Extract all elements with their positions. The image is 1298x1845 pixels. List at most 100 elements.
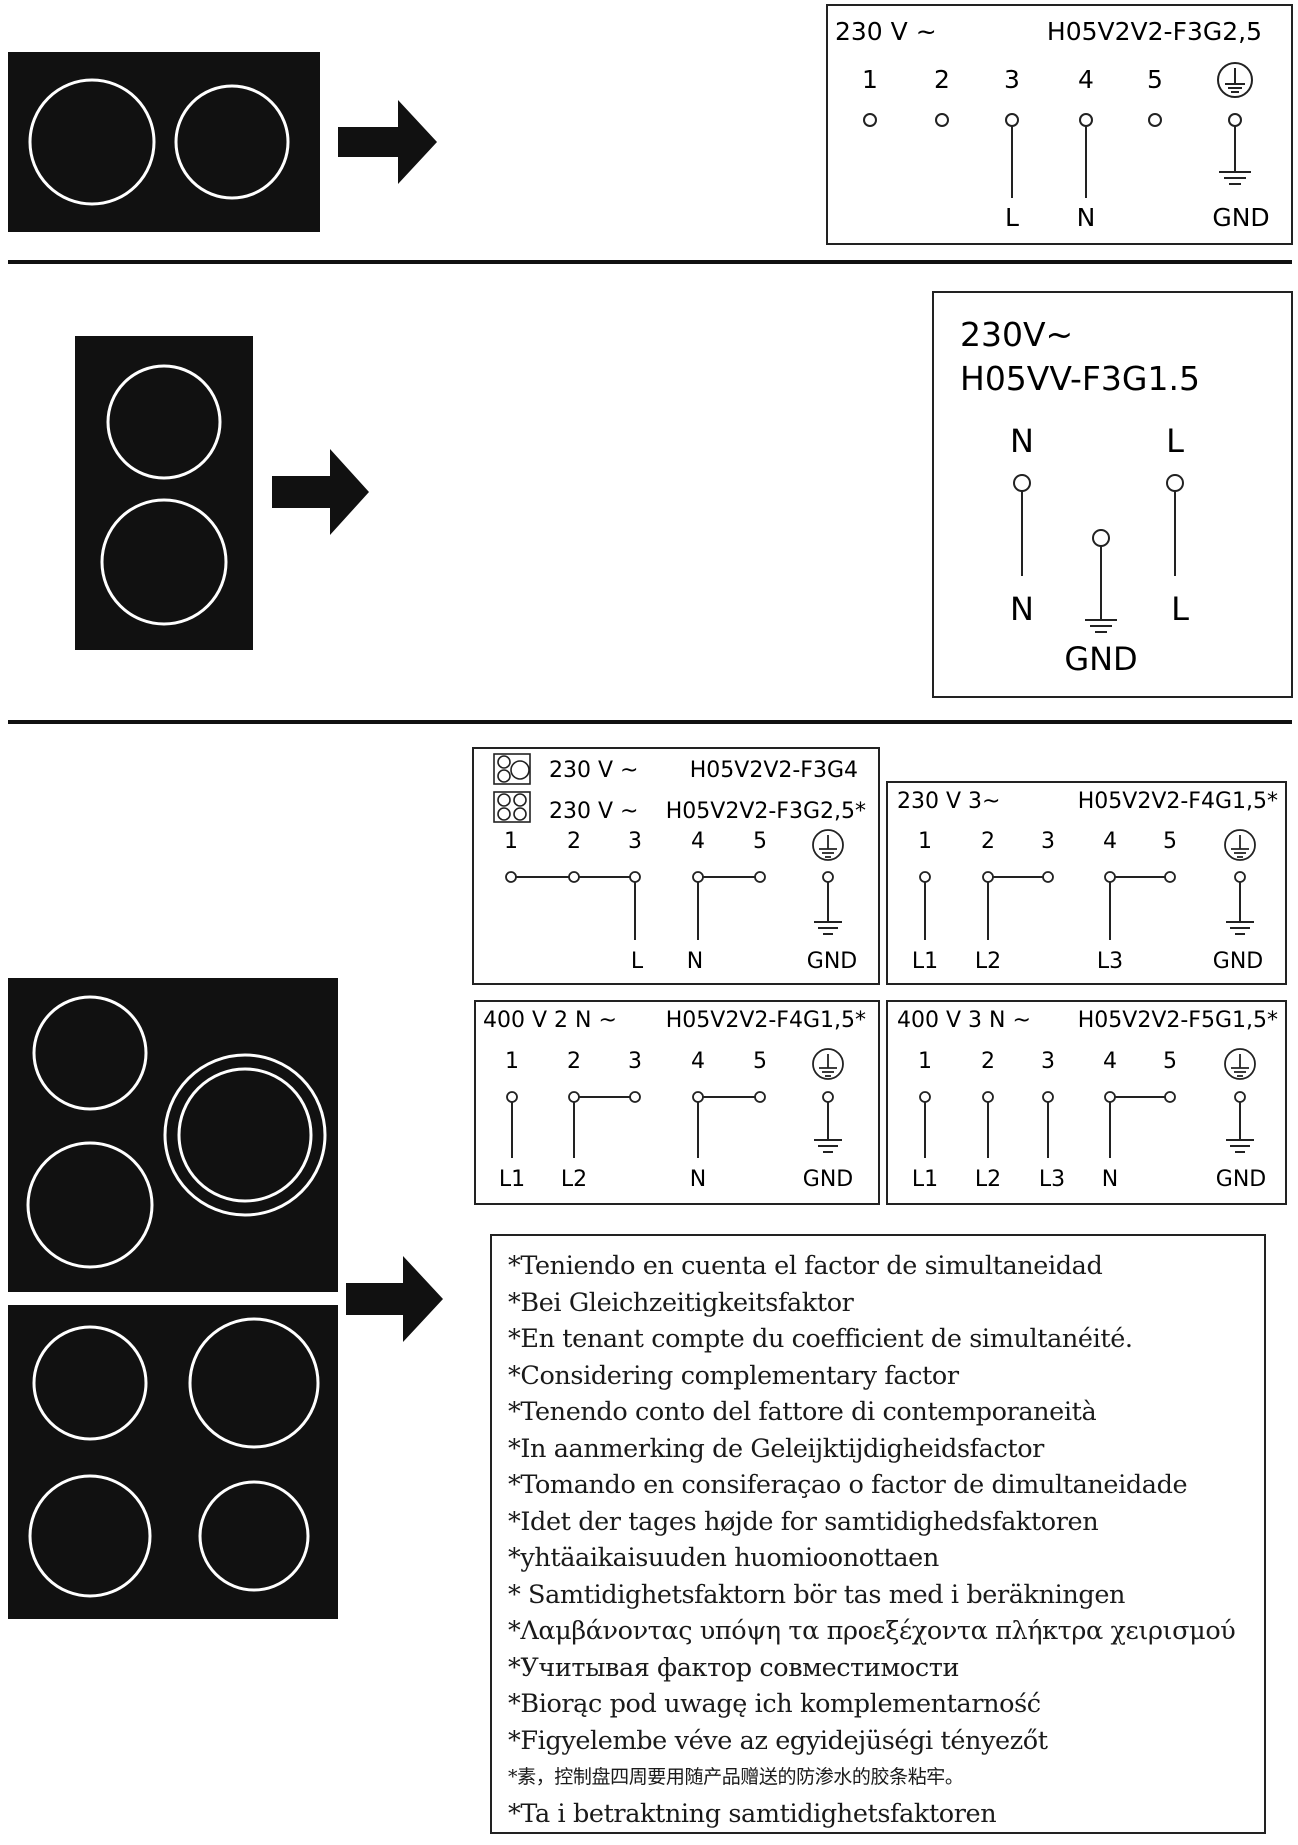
note-line: *Bei Gleichzeitigkeitsfaktor [508,1287,854,1318]
note-line: * Samtidighetsfaktorn bör tas med i berä… [508,1579,1126,1610]
terminal-number: 3 [628,1049,642,1074]
terminal-number: 3 [1004,65,1020,94]
note-line: *yhtäaikaisuuden huomioonottaen [508,1543,939,1573]
terminal-number: 4 [691,1049,705,1074]
wire-label: L1 [912,1167,938,1192]
terminal-number: 5 [753,1049,767,1074]
terminal-pins [863,113,1242,127]
wire-label-gnd: GND [1212,203,1269,232]
cable-label: H05V2V2-F4G1,5* [1078,789,1278,814]
two-zone-icon [493,753,531,785]
wire-label: GND [1216,1167,1266,1192]
cooking-zone [28,78,156,206]
terminal-number: 4 [1103,829,1117,854]
wire-label-l: L [1005,203,1019,232]
terminal-number: 5 [1163,1049,1177,1074]
hob-panel [8,978,338,1292]
terminal-number: 1 [918,1049,932,1074]
earth-symbol-icon [1224,1048,1256,1080]
terminal-box-230v-3phase: 230 V 3~ H05V2V2-F4G1,5* 1 2 3 4 5 [886,781,1287,985]
section-1-two-zone-horizontal: 230 V ~ H05V2V2-F3G2,5 1 2 3 4 5 [8,4,1293,245]
cooking-zone [32,995,148,1111]
earth-symbol-icon [812,1048,844,1080]
wires [924,876,1254,940]
dual-cooking-zone-outer [163,1053,327,1217]
wire-label: GND [1213,949,1263,974]
earth-symbol-icon [1224,829,1256,861]
cooking-zone [174,84,290,200]
terminal-number: 4 [1078,65,1094,94]
cable-label: H05V2V2-F4G1,5* [666,1008,866,1033]
voltage-label: 230V~ [960,315,1073,354]
top-label-l: L [1166,422,1184,460]
terminal-number: 2 [981,1049,995,1074]
wire-label: N [687,949,703,974]
cooking-zone [188,1317,320,1449]
four-zone-icon [493,791,531,823]
terminal-number: 3 [1041,829,1055,854]
cable-label: H05V2V2-F3G4 [690,758,858,783]
note-line: *Idet der tages højde for samtidighedsfa… [508,1506,1099,1537]
wires [511,876,842,940]
cable-label: H05V2V2-F3G2,5 [1047,17,1262,46]
cooking-zone [106,364,222,480]
terminal-number: 5 [1147,65,1163,94]
voltage-label: 230 V ~ [549,758,638,783]
section-3-multi-zone: 230 V ~ H05V2V2-F3G4 230 V ~ H05V2V2-F3G… [8,747,1287,1619]
voltage-label: 400 V 2 N ~ [483,1008,617,1033]
note-line: *Ta i betraktning samtidighetsfaktoren [508,1798,997,1829]
terminal-number: 2 [981,829,995,854]
note-line: *Teniendo en cuenta el factor de simulta… [508,1251,1103,1281]
note-line: *Λαμβάνοντας υπόψη τα προεξέχοντα πλήκτρ… [508,1616,1236,1646]
note-line: *Учитывая фактор совместимости [508,1652,960,1683]
note-line: *Considering complementary factor [508,1360,959,1391]
arrow-right-icon [338,100,437,184]
wire-label: GND [807,949,857,974]
note-line: *En tenant compte du coefficient de simu… [508,1324,1133,1354]
earth-symbol-icon [1217,62,1253,98]
terminal-pins [506,1091,834,1103]
terminal-number: 1 [504,829,518,854]
terminal-number: 4 [1103,1049,1117,1074]
wire-label: L1 [912,949,938,974]
terminal-number: 2 [934,65,950,94]
wire-label: L1 [499,1167,525,1192]
earth-symbol-icon [812,829,844,861]
note-line: *Tomando en consiferaçao o factor de dim… [508,1470,1188,1500]
dual-cooking-zone-inner [177,1067,313,1203]
terminal-number: 3 [1041,1049,1055,1074]
cable-label: H05V2V2-F3G2,5* [666,799,866,824]
voltage-label: 400 V 3 N ~ [897,1008,1031,1033]
voltage-label: 230 V ~ [835,17,937,46]
note-line: *Figyelembe véve az egyidejüségi tényező… [508,1725,1048,1756]
hob-panel [8,52,320,232]
terminal-number: 2 [567,829,581,854]
wire-label: L2 [561,1167,587,1192]
wire-label: L2 [975,949,1001,974]
arrow-right-icon [272,449,369,535]
terminal-number: 2 [567,1049,581,1074]
note-line: *Biorąc pod uwagę ich komplementarność [508,1689,1041,1719]
terminal-number: 1 [862,65,878,94]
wire-label: L2 [975,1167,1001,1192]
cable-label: H05V2V2-F5G1,5* [1078,1008,1278,1033]
cooking-zone [28,1474,152,1598]
terminal-box-230v-single: 230 V ~ H05V2V2-F3G4 230 V ~ H05V2V2-F3G… [472,747,880,985]
note-line: *Tenendo conto del fattore di contempora… [508,1397,1097,1427]
bottom-label-l: L [1171,590,1189,628]
terminal-box-400v-3n: 400 V 3 N ~ H05V2V2-F5G1,5* 1 2 3 4 5 [886,1000,1287,1205]
terminal-pins [505,871,834,883]
wire-label: L3 [1039,1167,1065,1192]
terminal-box-400v-2n: 400 V 2 N ~ H05V2V2-F4G1,5* 1 2 3 4 5 [474,1000,880,1205]
terminal-number: 1 [918,829,932,854]
gnd-label: GND [1064,640,1137,678]
terminal-number: 1 [505,1049,519,1074]
terminal-number: 4 [691,829,705,854]
terminal-box [932,291,1293,698]
cooking-zone [26,1141,154,1269]
wire-label: GND [803,1167,853,1192]
wire-label: N [690,1167,706,1192]
top-label-n: N [1010,422,1034,460]
cooking-zone [32,1325,148,1441]
